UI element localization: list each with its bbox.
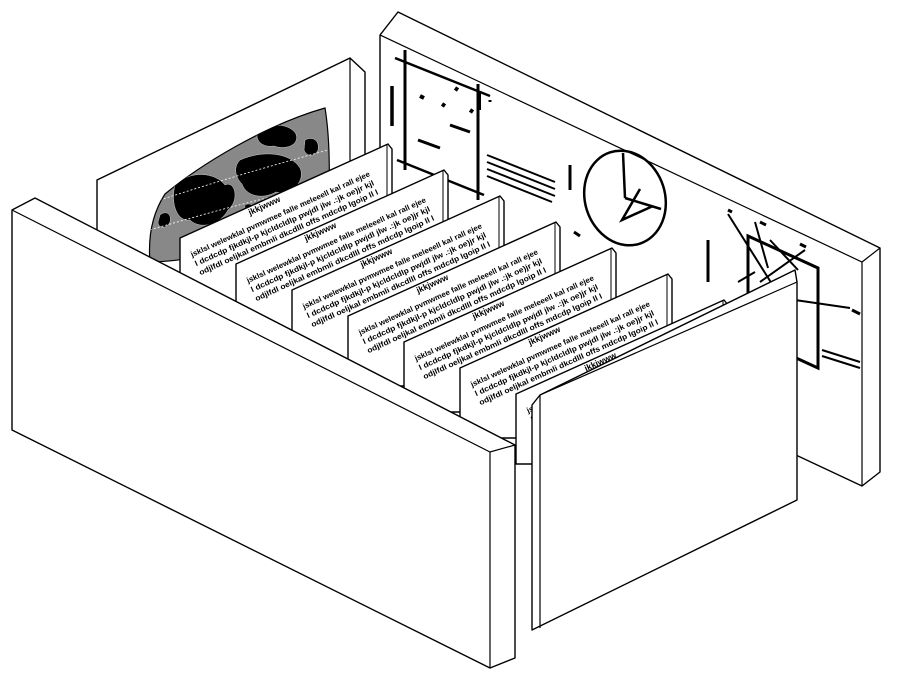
front-left-wall — [11, 197, 516, 669]
front-right-wall — [531, 269, 798, 631]
pie-chart-sketch — [582, 149, 668, 247]
blueprint-sketch — [390, 50, 581, 238]
